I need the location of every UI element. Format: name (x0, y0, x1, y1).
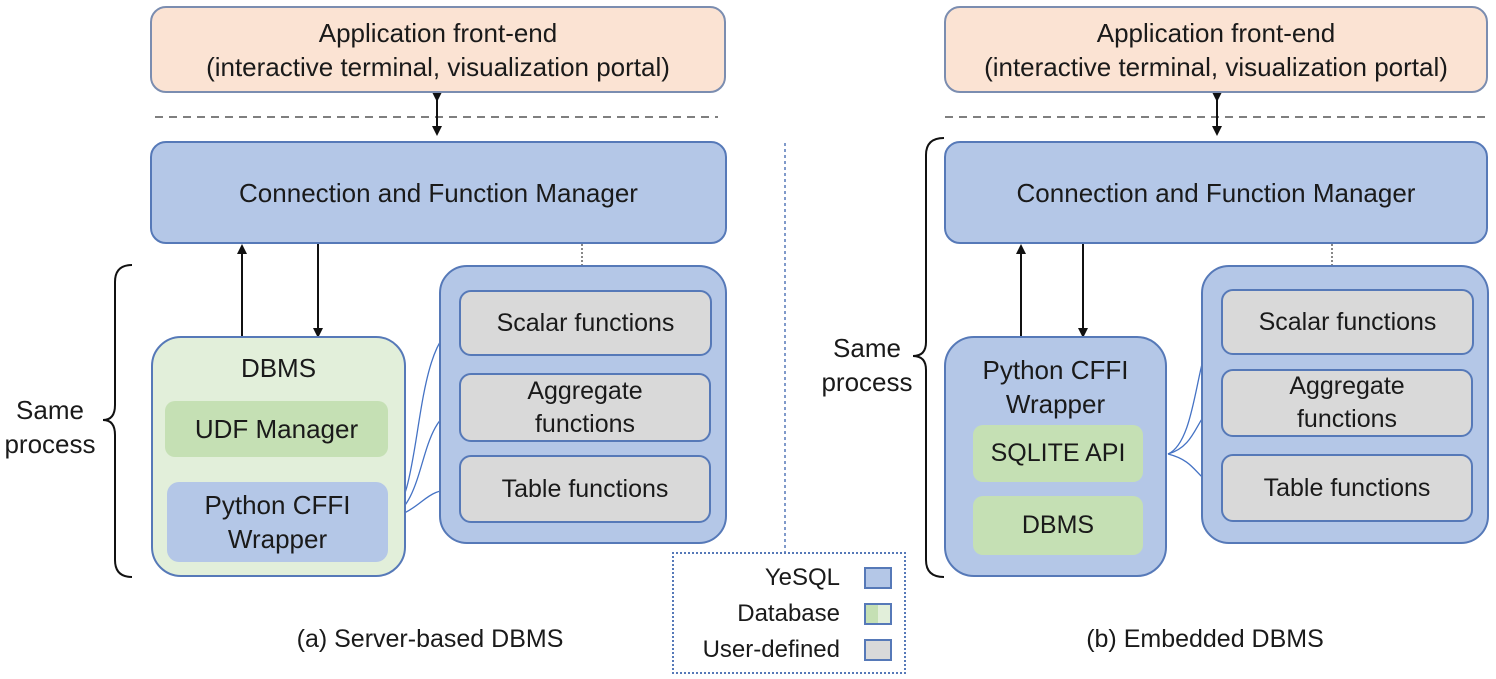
right-frontend-box: Application front-end (interactive termi… (944, 6, 1488, 93)
left-wrapper-line2: Wrapper (227, 524, 328, 554)
left-same-process-label: Same process (0, 393, 100, 461)
right-caption: (b) Embedded DBMS (1086, 625, 1324, 653)
left-same-label: Same (16, 395, 84, 425)
left-wrapper-box: Python CFFI Wrapper (167, 482, 388, 562)
left-udf-manager-label: UDF Manager (194, 414, 359, 444)
right-manager-box: Connection and Function Manager (944, 141, 1488, 244)
right-sqlite-api-box: SQLITE API (973, 425, 1143, 482)
right-wrapper-title: Python CFFI Wrapper (944, 353, 1167, 421)
right-table-functions-box: Table functions (1221, 454, 1473, 522)
left-table-functions-box: Table functions (459, 455, 711, 523)
left-brace (102, 264, 133, 578)
left-caption: (a) Server-based DBMS (296, 625, 564, 653)
left-aggregate-functions-box: Aggregate functions (459, 373, 711, 442)
legend-box: YeSQL Database User-defined (672, 552, 906, 674)
right-dbms-box: DBMS (973, 496, 1143, 555)
left-frontend-box: Application front-end (interactive termi… (150, 6, 726, 93)
left-table-label: Table functions (501, 474, 669, 503)
right-same-label: Same (833, 333, 901, 363)
right-process-label: process (821, 367, 913, 397)
right-scalar-functions-box: Scalar functions (1221, 289, 1474, 355)
right-sqlite-api-label: SQLITE API (990, 439, 1126, 467)
left-scalar-functions-box: Scalar functions (459, 290, 712, 356)
legend-label-database: Database (737, 600, 840, 627)
right-aggregate-functions-box: Aggregate functions (1221, 369, 1473, 437)
legend-swatch-user-defined (864, 639, 892, 661)
left-aggregate-line1: Aggregate (527, 376, 643, 405)
left-frontend-title: Application front-end (318, 17, 558, 48)
legend-label-user-defined: User-defined (702, 636, 840, 663)
right-frontend-title: Application front-end (1096, 17, 1336, 48)
right-aggregate-line2: functions (1296, 405, 1398, 433)
right-dbms-label: DBMS (1021, 511, 1095, 539)
left-dbms-title: DBMS (240, 353, 317, 383)
left-manager-box: Connection and Function Manager (150, 141, 727, 244)
left-udf-manager-box: UDF Manager (165, 401, 388, 457)
right-wrapper-line1: Python CFFI (982, 355, 1129, 385)
right-same-process-label: Same process (812, 331, 922, 399)
legend-label-yesql: YeSQL (764, 564, 840, 591)
left-frontend-subtitle: (interactive terminal, visualization por… (206, 51, 670, 82)
right-aggregate-line1: Aggregate (1289, 372, 1405, 400)
right-table-label: Table functions (1263, 473, 1431, 502)
legend-swatch-database (864, 603, 892, 625)
right-scalar-label: Scalar functions (1258, 307, 1437, 336)
left-aggregate-line2: functions (534, 409, 636, 438)
left-wrapper-line1: Python CFFI (204, 490, 351, 520)
legend-swatch-yesql (864, 567, 892, 589)
right-wrapper-line2: Wrapper (1005, 389, 1106, 419)
left-manager-label: Connection and Function Manager (239, 177, 638, 208)
right-brace (912, 137, 945, 578)
left-scalar-label: Scalar functions (496, 308, 675, 337)
left-process-label: process (4, 429, 96, 459)
right-manager-label: Connection and Function Manager (1016, 177, 1416, 208)
right-frontend-subtitle: (interactive terminal, visualization por… (984, 51, 1448, 82)
